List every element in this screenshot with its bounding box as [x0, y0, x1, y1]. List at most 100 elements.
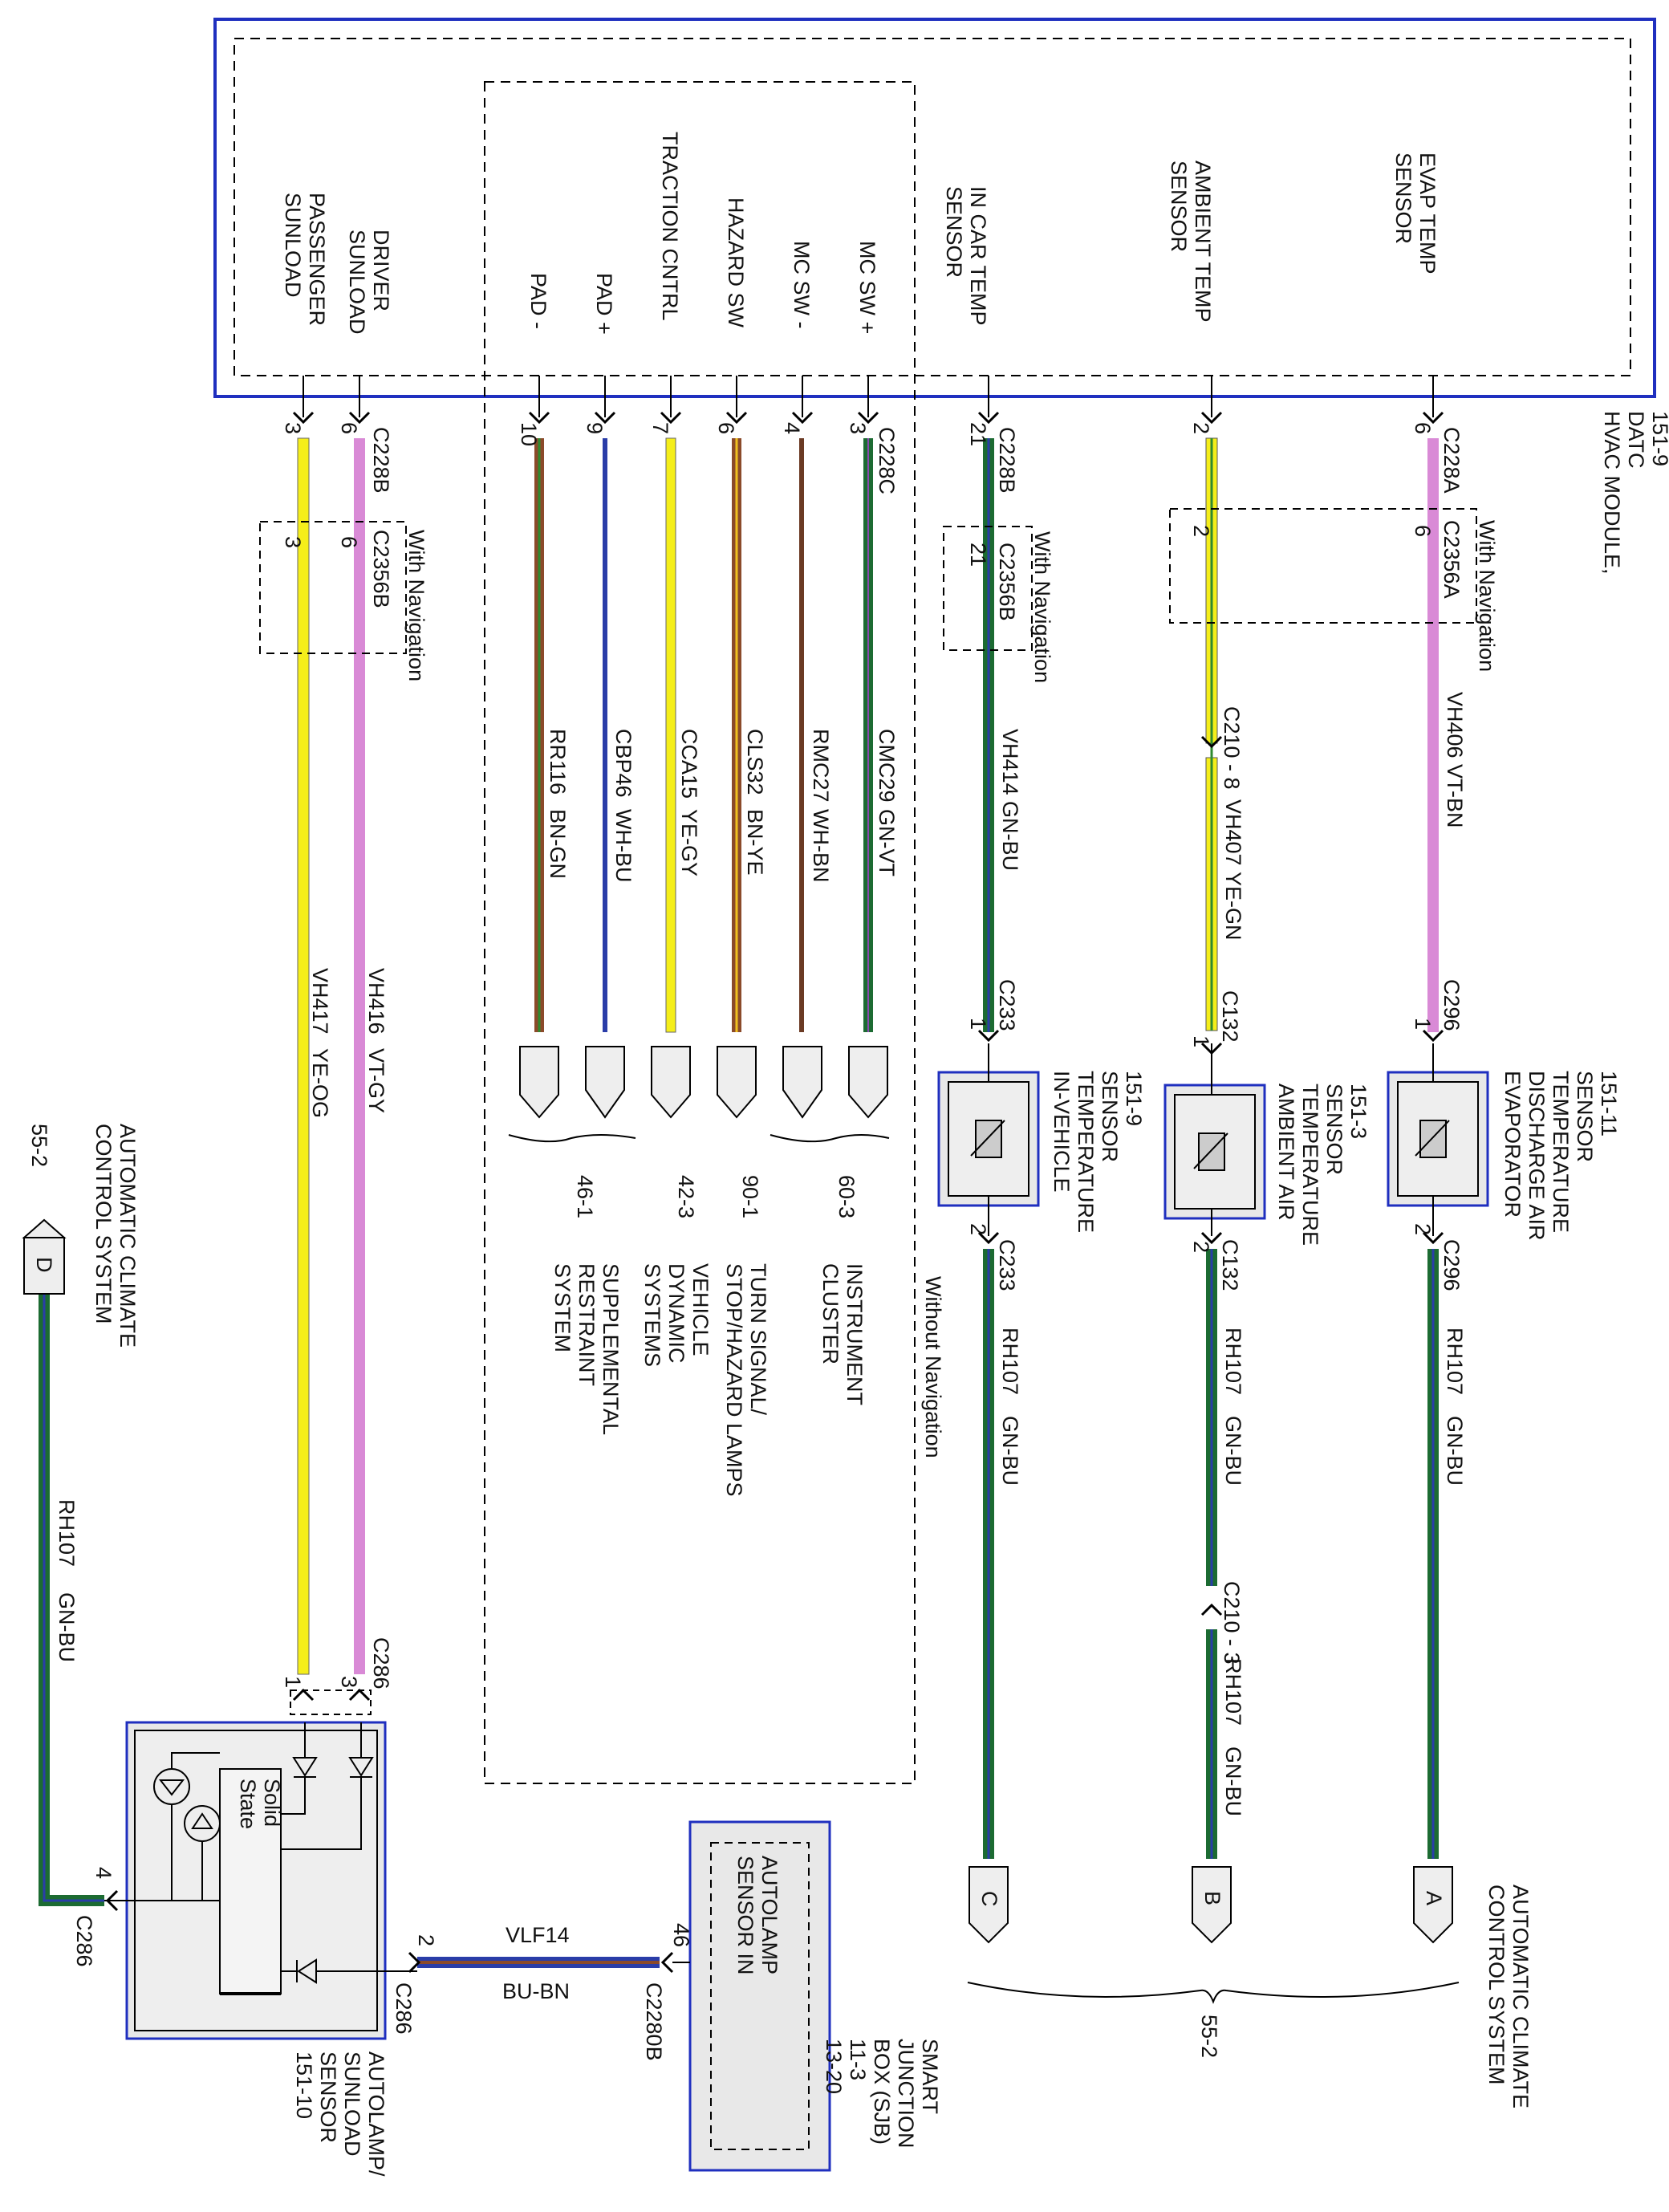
svg-text:VH407: VH407	[1221, 799, 1245, 866]
with-navigation-box-a	[1169, 508, 1477, 624]
hvac-module: HVAC MODULE, DATC 151-9 EVAP TEMPSENSOR …	[213, 18, 1669, 1784]
svg-text:2: 2	[414, 1934, 438, 1946]
svg-text:21: 21	[966, 422, 990, 446]
svg-text:SENSOR: SENSOR	[1098, 1071, 1122, 1162]
c132-label-b: C132	[1218, 1239, 1242, 1291]
svg-text:SUNLOAD: SUNLOAD	[345, 230, 369, 335]
svg-text:TURN SIGNAL/: TURN SIGNAL/	[746, 1263, 770, 1416]
svg-text:YE-GY: YE-GY	[677, 809, 701, 876]
pin-numbers: 6 2 21 3 4 6 7 9 10 6 3 6 2 21 6 3 1 1 1…	[91, 422, 1435, 1947]
svg-text:RMC27: RMC27	[809, 729, 833, 803]
svg-text:AUTOMATIC CLIMATE: AUTOMATIC CLIMATE	[1509, 1885, 1533, 2108]
svg-text:SUNLOAD: SUNLOAD	[281, 193, 305, 298]
svg-text:DISCHARGE AIR: DISCHARGE AIR	[1525, 1071, 1549, 1241]
svg-text:SYSTEMS: SYSTEMS	[640, 1263, 664, 1367]
svg-text:RESTRAINT: RESTRAINT	[575, 1263, 599, 1386]
svg-text:VT-GY: VT-GY	[364, 1048, 388, 1113]
ambient-temp-label: AMBIENT TEMP	[1191, 161, 1215, 323]
svg-text:151-9: 151-9	[1648, 411, 1669, 466]
svg-text:SMART: SMART	[918, 2039, 942, 2114]
svg-text:RR116: RR116	[546, 729, 570, 795]
svg-text:Solid: Solid	[260, 1779, 284, 1827]
svg-text:SENSOR: SENSOR	[1322, 1084, 1346, 1175]
svg-text:GN-BU: GN-BU	[1221, 1416, 1245, 1486]
module-pin-leads	[303, 376, 1434, 417]
svg-text:BN-YE: BN-YE	[743, 809, 767, 876]
svg-text:VT-BN: VT-BN	[1443, 764, 1467, 828]
evap-temp-label: EVAP TEMP	[1415, 152, 1440, 274]
svg-text:SENSOR: SENSOR	[1573, 1071, 1597, 1162]
svg-text:DYNAMIC: DYNAMIC	[664, 1263, 688, 1364]
driver-sunload-label: DRIVER	[369, 230, 393, 311]
svg-text:3: 3	[846, 422, 870, 434]
c228a-label: C228A	[1440, 427, 1464, 494]
wire-vh416	[354, 438, 365, 1674]
evap-sensor	[1387, 1043, 1489, 1236]
svg-text:VH416: VH416	[364, 968, 388, 1035]
svg-text:151-11: 151-11	[1597, 1071, 1621, 1136]
smart-junction-box	[672, 1820, 831, 2172]
c296-label-b: C296	[1440, 1239, 1464, 1291]
svg-text:JUNCTION: JUNCTION	[894, 2039, 918, 2149]
pad-plus-label: PAD +	[592, 273, 616, 335]
c2356a-label: C2356A	[1440, 520, 1464, 599]
svg-text:CLS32: CLS32	[743, 729, 767, 795]
svg-text:VH406: VH406	[1443, 692, 1467, 758]
c286-label-a: C286	[369, 1637, 393, 1689]
svg-text:RH107: RH107	[1221, 1658, 1245, 1726]
svg-text:2: 2	[1411, 1223, 1435, 1235]
letter-labels: A B C D	[32, 1257, 1446, 1907]
without-navigation: Without Navigation	[921, 1276, 945, 1458]
svg-text:9: 9	[583, 422, 607, 434]
connector-chevrons	[292, 411, 1444, 425]
c132-label-a: C132	[1218, 990, 1242, 1043]
svg-text:6: 6	[337, 536, 361, 548]
svg-text:RH107: RH107	[1443, 1328, 1467, 1395]
svg-text:CLUSTER: CLUSTER	[818, 1263, 843, 1364]
svg-text:SENSOR: SENSOR	[1167, 161, 1191, 252]
svg-text:46: 46	[669, 1923, 693, 1947]
c233-label-a: C233	[995, 979, 1019, 1031]
svg-text:6: 6	[1411, 422, 1435, 434]
c2356b-label-b: C2356B	[369, 530, 393, 608]
svg-text:3: 3	[281, 422, 305, 434]
svg-text:EVAPORATOR: EVAPORATOR	[1500, 1071, 1525, 1218]
svg-text:6: 6	[714, 422, 738, 434]
svg-text:WH-BU: WH-BU	[611, 809, 636, 882]
svg-text:CONTROL SYSTEM: CONTROL SYSTEM	[1484, 1885, 1509, 2085]
destination-braces	[508, 1134, 890, 1143]
svg-text:AUTOLAMP: AUTOLAMP	[757, 1856, 782, 1974]
svg-text:4: 4	[91, 1867, 116, 1879]
c228c-label: C228C	[875, 427, 899, 494]
svg-text:10: 10	[517, 422, 541, 446]
hazard-sw-label: HAZARD SW	[724, 197, 748, 328]
in-car-temp-label: IN CAR TEMP	[966, 186, 990, 326]
svg-text:A: A	[1422, 1891, 1446, 1905]
wire-cca15	[665, 437, 676, 1033]
wire-cbp46	[603, 438, 607, 1032]
passenger-sunload-label: PASSENGER	[305, 193, 329, 326]
svg-text:42-3: 42-3	[674, 1175, 698, 1218]
svg-text:151-10: 151-10	[292, 2051, 316, 2119]
pad-minus-label: PAD -	[526, 273, 550, 329]
c286-label-c: C286	[392, 1982, 416, 2035]
ambient-sensor	[1163, 1043, 1266, 1236]
c2356b-label-a: C2356B	[995, 543, 1019, 621]
wire-vh406	[1427, 438, 1439, 1032]
svg-text:State: State	[236, 1779, 260, 1829]
svg-text:TEMPERATURE: TEMPERATURE	[1298, 1084, 1322, 1246]
svg-text:BN-GN: BN-GN	[546, 809, 570, 879]
svg-text:YE-OG: YE-OG	[308, 1048, 332, 1118]
svg-text:21: 21	[966, 543, 990, 567]
svg-text:GN-VT: GN-VT	[875, 809, 899, 876]
svg-text:CCA15: CCA15	[677, 729, 701, 799]
